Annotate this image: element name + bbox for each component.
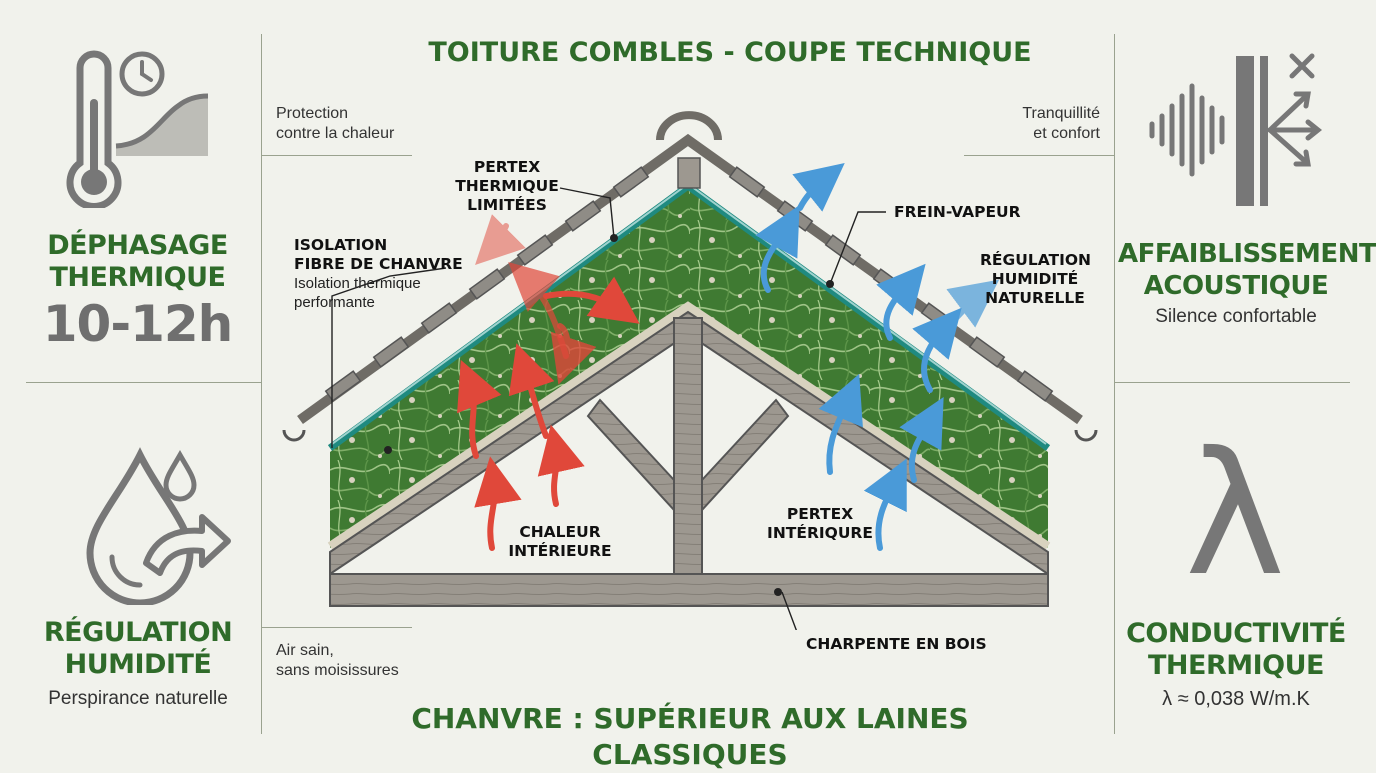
left-column-divider — [261, 34, 262, 734]
sound-wave-barrier-icon — [1149, 53, 1323, 206]
thermal-phase-value: 10-12h — [42, 295, 234, 353]
right-note-top-rule — [964, 155, 1114, 156]
humidity-regulation-callout: RÉGULATION HUMIDITÉ NATURELLE — [980, 251, 1091, 307]
left-note-top-rule — [262, 155, 412, 156]
healthy-air-note: Air sain, sans moisissures — [276, 642, 399, 679]
tie-beam — [329, 573, 1049, 607]
left-row-divider — [26, 382, 261, 383]
acoustic-attenuation-subtitle: Silence confortable — [1155, 306, 1317, 327]
thermal-phase-title: DÉPHASAGE THERMIQUE — [47, 230, 228, 293]
thermal-conductivity-value: λ ≈ 0,038 W/m.K — [1162, 688, 1310, 710]
heat-flow-arrows — [457, 214, 640, 551]
thermal-pertex-callout: PERTEX THERMIQUE LIMITÉES — [455, 158, 559, 214]
right-row-divider — [1115, 382, 1350, 383]
roof-cross-section — [282, 111, 1098, 630]
king-post — [673, 317, 703, 575]
water-drop-arrow-icon — [86, 447, 231, 605]
vapour-barrier-callout: FREIN-VAPEUR — [894, 203, 1021, 221]
timber-frame-callout: CHARPENTE EN BOIS — [806, 635, 987, 653]
right-column-divider — [1114, 34, 1115, 734]
lambda-icon: λ — [1184, 416, 1286, 614]
humidity-regulation-subtitle: Perspirance naturelle — [48, 688, 228, 709]
interior-pertex-callout: PERTEX INTÉRIQURE — [767, 505, 873, 542]
thermometer-clock-curve-icon — [66, 50, 209, 208]
comfort-note: Tranquillité et confort — [1022, 105, 1100, 142]
diagram-footer-title: CHANVRE : SUPÉRIEUR AUX LAINES CLASSIQUE… — [411, 702, 969, 771]
moisture-flow-arrows — [755, 163, 1000, 551]
left-note-bottom-rule — [262, 627, 412, 628]
thermal-conductivity-title: CONDUCTIVITÉ THERMIQUE — [1126, 618, 1346, 681]
acoustic-attenuation-title: AFFAIBLISSEMENT ACOUSTIQUE — [1118, 239, 1376, 301]
heat-protection-note: Protection contre la chaleur — [276, 105, 395, 142]
hemp-insulation-callout: ISOLATION FIBRE DE CHANVRE Isolation the… — [294, 236, 463, 311]
diagram-title: TOITURE COMBLES - COUPE TECHNIQUE — [428, 37, 1032, 68]
humidity-regulation-title: RÉGULATION HUMIDITÉ — [43, 617, 233, 680]
interior-heat-callout: CHALEUR INTÉRIEURE — [508, 523, 612, 560]
